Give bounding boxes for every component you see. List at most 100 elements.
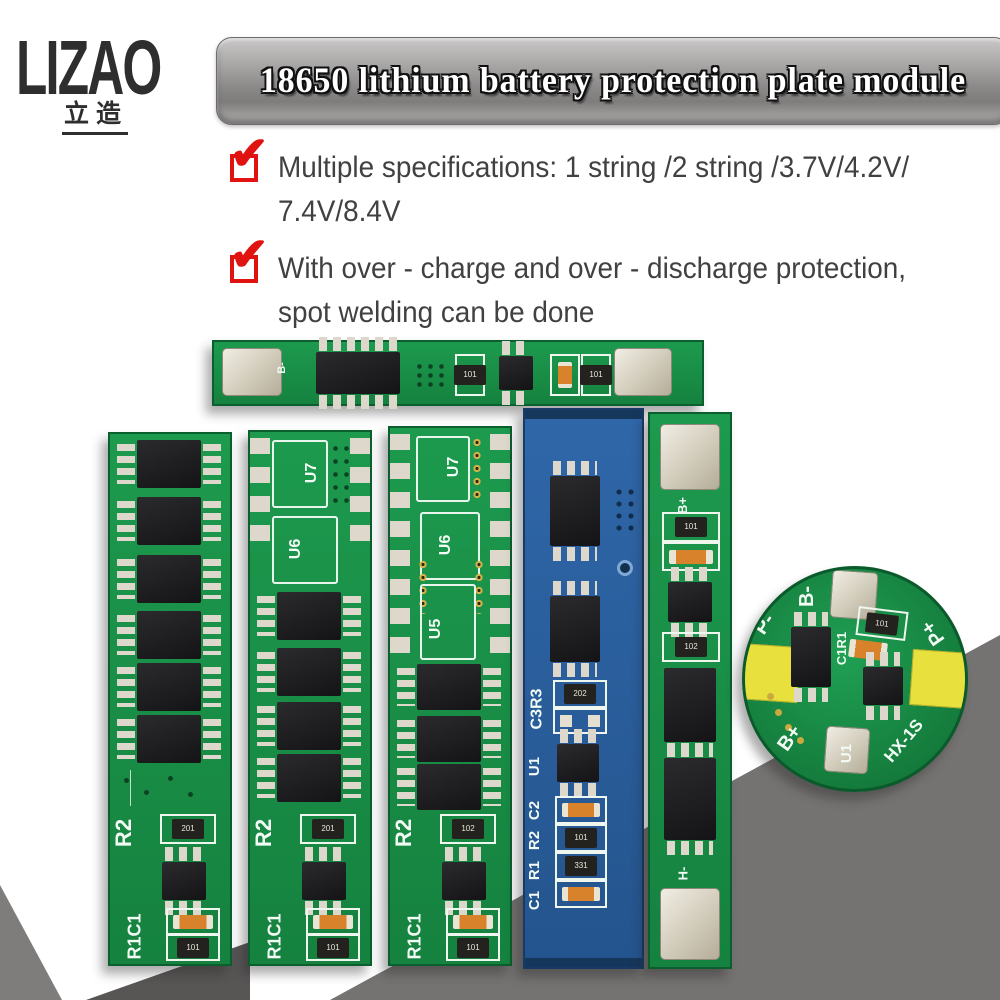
silkscreen-label: R1 [526, 860, 544, 881]
resistor-outline: 202 [553, 680, 607, 708]
ic-chip-sot23 [162, 847, 206, 915]
ic-pins [343, 596, 361, 636]
via-dot [785, 724, 792, 731]
resistor-chip: 101 [864, 611, 900, 636]
ic-chip [791, 612, 831, 702]
ic-pins [343, 758, 361, 798]
ic-pins [257, 758, 275, 798]
ic-pins [445, 847, 483, 861]
resistor-outline: 101 [580, 354, 612, 396]
feature-item: ✔ Multiple specifications: 1 string /2 s… [230, 130, 1000, 234]
ic-pins [553, 547, 597, 561]
capacitor-chip [313, 914, 353, 929]
solder-pad [614, 348, 672, 396]
ic-pins [483, 668, 501, 706]
ic-pins [203, 667, 221, 707]
silkscreen-label: HX-1S [880, 715, 928, 766]
feature-text: With over - charge and over - discharge … [278, 247, 906, 335]
via-dot [767, 693, 774, 700]
via-dot [144, 790, 149, 795]
solder-pad [660, 888, 720, 960]
ic-pins [343, 652, 361, 692]
silkscreen-label: P- [749, 609, 780, 639]
via-dot [124, 778, 129, 783]
silkscreen-label: R2 [391, 818, 417, 848]
ic-chip-sot23 [442, 847, 486, 915]
ic-chip [257, 702, 361, 750]
mount-hole [617, 560, 633, 576]
resistor-chip: 201 [312, 819, 344, 839]
ic-pins [397, 768, 415, 806]
ic-pins [553, 663, 597, 677]
ic-pins [560, 783, 596, 797]
silkscreen-label: U6 [287, 538, 305, 560]
resistor-chip: 101 [565, 828, 597, 848]
feature-item: ✔ With over - charge and over - discharg… [230, 231, 1000, 335]
gold-via-column [470, 436, 484, 498]
edge-pads [350, 438, 370, 546]
edge-pads [390, 434, 410, 658]
ic-pins [866, 652, 900, 666]
pcb-round: 101 P- B- P+ B+ U1 HX-1S C1R1 [742, 566, 968, 792]
silkscreen-label: U6 [437, 534, 455, 556]
resistor-outline: 201 [300, 814, 356, 844]
ic-pins [117, 667, 135, 707]
ic-chip [257, 592, 361, 640]
ic-chip [117, 555, 221, 603]
capacitor-chip [558, 362, 572, 388]
ic-pins [257, 596, 275, 636]
ic-pins [203, 444, 221, 484]
capacitor-chip [453, 914, 493, 929]
resistor-outline: 101 [166, 934, 220, 961]
red-checkbox-icon: ✔ [230, 130, 269, 182]
silkscreen-label: B- [275, 362, 288, 374]
solder-pad [660, 424, 720, 490]
brand-logo-chinese: 立造 [62, 94, 129, 135]
red-checkbox-icon: ✔ [230, 231, 269, 284]
ic-pins [866, 706, 900, 720]
resistor-outline: 101 [446, 934, 500, 961]
title-banner-text: 18650 lithium battery protection plate m… [259, 60, 967, 100]
feature-line: spot welding can be done [278, 296, 595, 330]
resistor-chip: 201 [172, 819, 204, 839]
ic-pins [794, 688, 828, 702]
resistor-outline: 101 [306, 934, 360, 961]
silkscreen-label: U5 [427, 618, 445, 640]
pcb-blue-strip: C3R3 202 U1 C2 R2 101 R1 331 C1 [523, 408, 644, 969]
resistor-chip: 101 [675, 517, 707, 537]
feature-text: Multiple specifications: 1 string /2 str… [278, 146, 909, 234]
ic-chip [257, 648, 361, 696]
ic-chip [117, 440, 221, 488]
ic-pins [671, 567, 709, 581]
resistor-chip: 102 [452, 819, 484, 839]
silkscreen-label: C2 [526, 800, 544, 821]
capacitor-outline [550, 354, 580, 396]
checkmark-icon: ✔ [230, 228, 269, 281]
capacitor-outline [166, 908, 220, 935]
ic-pins [553, 461, 597, 475]
ic-chip [550, 461, 600, 561]
ic-chip [117, 497, 221, 545]
yellow-band [909, 648, 965, 710]
feature-line: With over - charge and over - discharge … [278, 252, 907, 286]
ic-chip [397, 716, 501, 762]
solder-pads [560, 715, 600, 727]
title-banner: 18650 lithium battery protection plate m… [216, 37, 1000, 125]
ic-pins [502, 341, 530, 355]
silkscreen-label: R2 [111, 818, 137, 848]
ic-chip [550, 581, 600, 677]
silkscreen-label: B+ [773, 721, 807, 756]
resistor-chip: 101 [317, 937, 349, 958]
ic-pins [305, 847, 343, 861]
ic-chip [664, 743, 716, 855]
ic-pins [117, 615, 135, 655]
resistor-chip: 102 [675, 637, 707, 657]
checkmark-icon: ✔ [230, 127, 269, 179]
feature-line: 7.4V/8.4V [278, 195, 401, 229]
ic-chip [117, 663, 221, 711]
ic-chip [316, 337, 400, 409]
resistor-outline: 102 [440, 814, 496, 844]
silkscreen-label: C3R3 [528, 688, 546, 730]
ic-pins [117, 719, 135, 759]
via-cluster [613, 486, 637, 536]
